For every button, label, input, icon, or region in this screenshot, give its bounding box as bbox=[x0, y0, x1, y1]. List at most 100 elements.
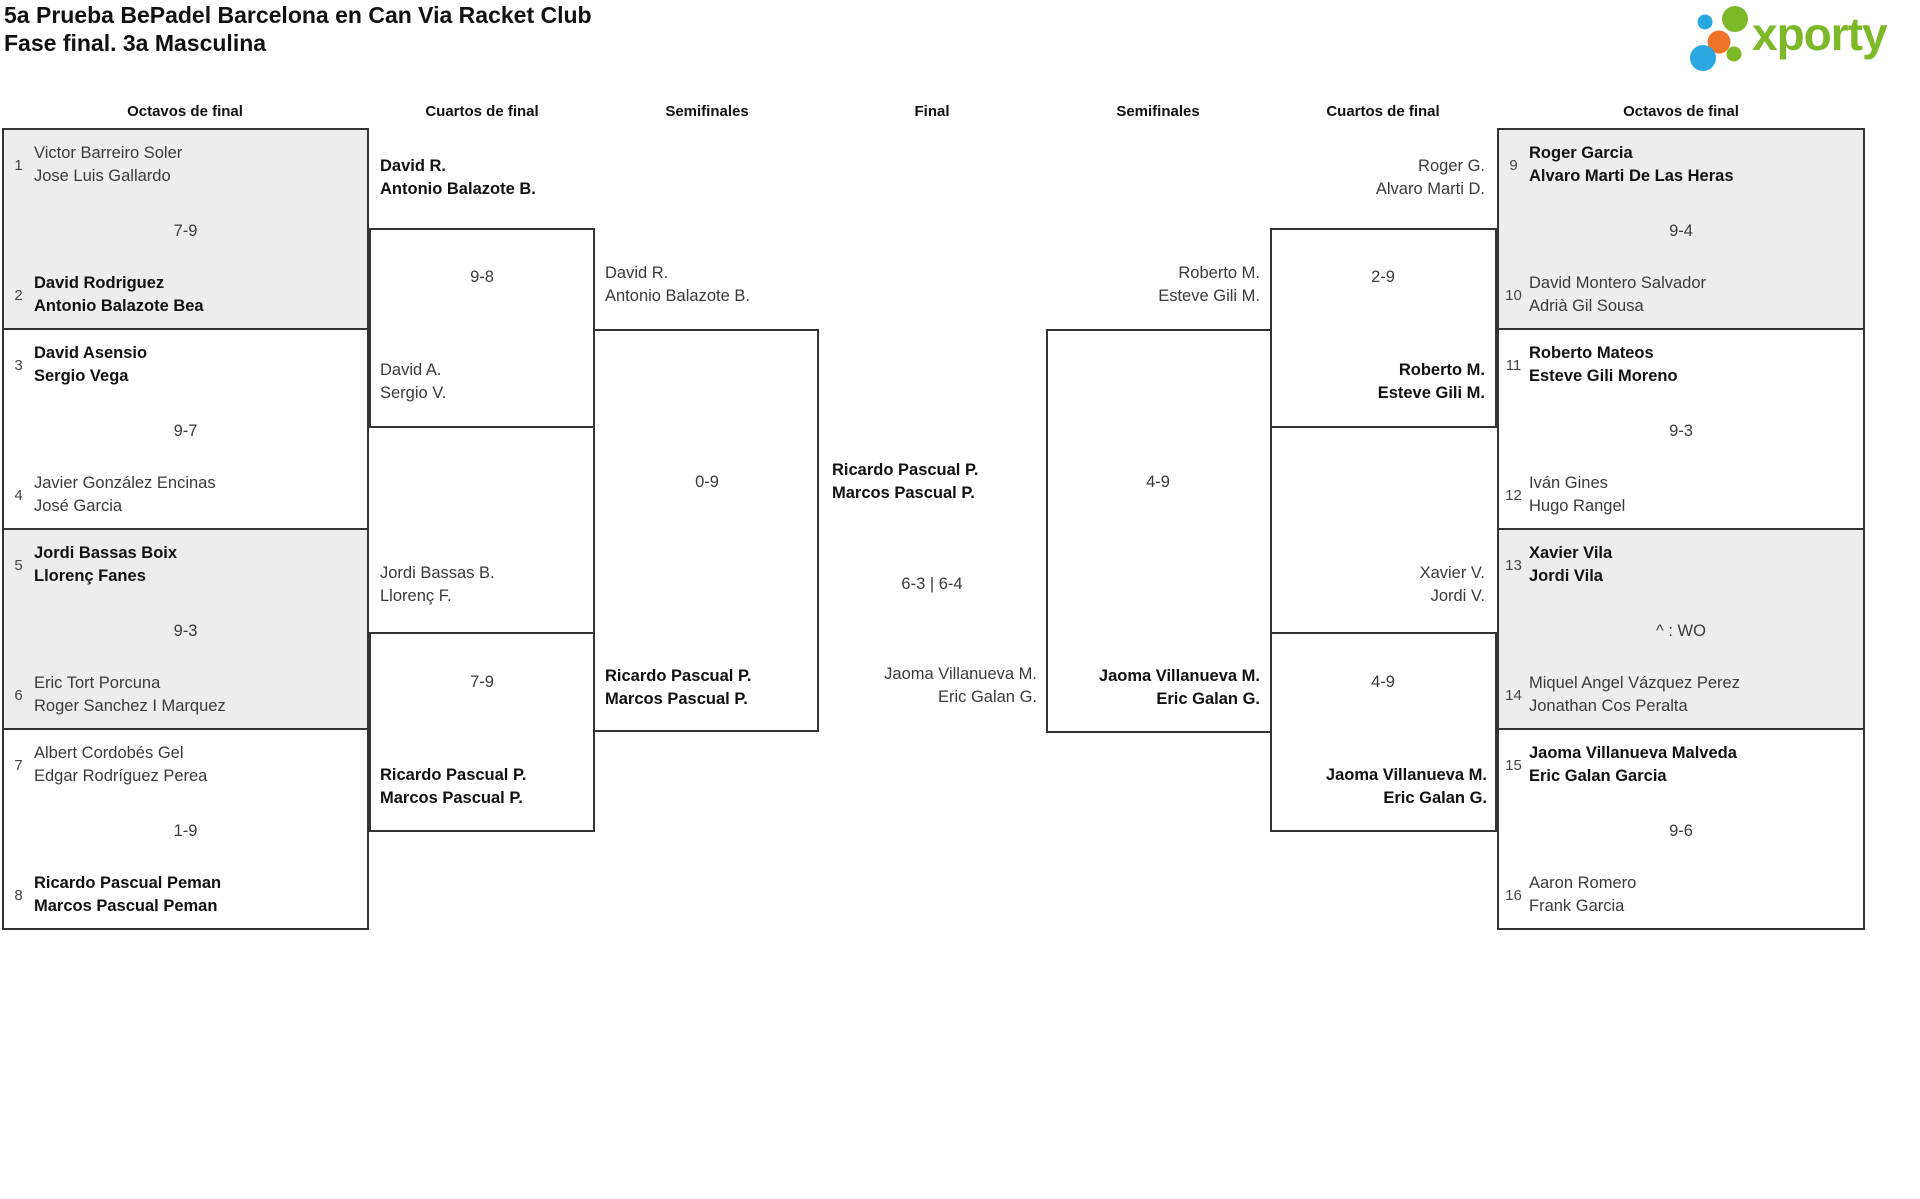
match-score: 9-6 bbox=[1669, 822, 1693, 840]
team-names: Roberto Mateos Esteve Gili Moreno bbox=[1529, 344, 1678, 385]
match-box-cuartos-left-1 bbox=[369, 228, 595, 428]
team-row: 11 Roberto Mateos Esteve Gili Moreno bbox=[1503, 342, 1858, 388]
xporty-logo-text: xporty bbox=[1752, 8, 1888, 60]
team-names: Jaoma Villanueva Malveda Eric Galan Garc… bbox=[1529, 744, 1737, 785]
seed-number: 3 bbox=[14, 356, 23, 374]
seed-number: 13 bbox=[1505, 556, 1522, 574]
seed-number: 9 bbox=[1509, 156, 1518, 174]
seed-number: 12 bbox=[1505, 486, 1522, 504]
team-names: Xavier Vila Jordi Vila bbox=[1529, 544, 1613, 585]
team-label: Roger G. Alvaro Marti D. bbox=[1375, 157, 1485, 198]
match-score: 7-9 bbox=[470, 673, 494, 691]
team-names: Javier González Encinas José Garcia bbox=[34, 474, 216, 515]
team-names: Miquel Angel Vázquez Perez Jonathan Cos … bbox=[1529, 674, 1740, 715]
team-names: David Montero Salvador Adrià Gil Sousa bbox=[1529, 274, 1707, 315]
round-header-semis-left: Semifinales bbox=[665, 103, 749, 120]
match-score: 1-9 bbox=[173, 822, 198, 840]
seed-number: 11 bbox=[1505, 356, 1522, 374]
round-header-cuartos-left: Cuartos de final bbox=[425, 103, 539, 120]
team-label-final-winner: Ricardo Pascual P. Marcos Pascual P. bbox=[832, 461, 979, 502]
match-score: 9-8 bbox=[470, 268, 494, 286]
round-header-octavos-right: Octavos de final bbox=[1623, 103, 1739, 120]
team-row: 15 Jaoma Villanueva Malveda Eric Galan G… bbox=[1503, 742, 1858, 788]
seed-number: 2 bbox=[14, 286, 23, 304]
match-box-cuartos-right-1 bbox=[1270, 228, 1497, 428]
round-header-final: Final bbox=[914, 103, 950, 120]
seed-number: 6 bbox=[14, 686, 23, 704]
round-header-cuartos-right: Cuartos de final bbox=[1326, 103, 1440, 120]
seed-number: 15 bbox=[1505, 756, 1522, 774]
match-score: 4-9 bbox=[1146, 473, 1170, 491]
team-names: Jordi Bassas Boix Llorenç Fanes bbox=[34, 544, 178, 585]
team-row: 9 Roger Garcia Alvaro Marti De Las Heras bbox=[1503, 142, 1858, 188]
match-score: 9-3 bbox=[173, 622, 198, 640]
team-names: Victor Barreiro Soler Jose Luis Gallardo bbox=[34, 144, 183, 185]
xporty-logo-dots-icon bbox=[1690, 6, 1748, 71]
team-names: Iván Gines Hugo Rangel bbox=[1529, 474, 1626, 515]
team-row: 1 Victor Barreiro Soler Jose Luis Gallar… bbox=[8, 142, 363, 188]
team-names: Albert Cordobés Gel Edgar Rodríguez Pere… bbox=[34, 744, 208, 785]
team-row: 13 Xavier Vila Jordi Vila bbox=[1503, 542, 1858, 588]
team-label: Jaoma Villanueva M. Eric Galan G. bbox=[1325, 766, 1487, 807]
team-row: 3 David Asensio Sergio Vega bbox=[8, 342, 363, 388]
team-label: Ricardo Pascual P. Marcos Pascual P. bbox=[605, 667, 752, 708]
team-row: 7 Albert Cordobés Gel Edgar Rodríguez Pe… bbox=[8, 742, 363, 788]
team-label: David A. Sergio V. bbox=[380, 361, 447, 402]
team-names: David Rodriguez Antonio Balazote Bea bbox=[34, 274, 204, 315]
team-row: 10 David Montero Salvador Adrià Gil Sous… bbox=[1503, 272, 1858, 318]
seed-number: 14 bbox=[1505, 686, 1522, 704]
team-names: Roger Garcia Alvaro Marti De Las Heras bbox=[1529, 144, 1734, 185]
team-label: Roberto M. Esteve Gili M. bbox=[1158, 264, 1260, 305]
match-score: 9-4 bbox=[1669, 222, 1693, 240]
seed-number: 8 bbox=[14, 886, 23, 904]
match-box-semifinal-right bbox=[1046, 329, 1272, 733]
team-names: David Asensio Sergio Vega bbox=[34, 344, 148, 385]
phase-name: Fase final. 3a Masculina bbox=[4, 30, 267, 56]
match-box-cuartos-left-2 bbox=[369, 632, 595, 832]
match-score: 9-7 bbox=[173, 422, 198, 440]
match-box-octavos-9-10: 9 Roger Garcia Alvaro Marti De Las Heras… bbox=[1497, 128, 1865, 330]
team-row: 16 Aaron Romero Frank Garcia bbox=[1503, 872, 1858, 918]
team-label: Roberto M. Esteve Gili M. bbox=[1377, 361, 1485, 402]
seed-number: 10 bbox=[1505, 286, 1522, 304]
team-row: 14 Miquel Angel Vázquez Perez Jonathan C… bbox=[1503, 672, 1858, 718]
seed-number: 1 bbox=[14, 156, 23, 174]
seed-number: 16 bbox=[1505, 886, 1522, 904]
team-label: David R. Antonio Balazote B. bbox=[605, 264, 750, 305]
team-row: 4 Javier González Encinas José Garcia bbox=[8, 472, 363, 518]
team-row: 2 David Rodriguez Antonio Balazote Bea bbox=[8, 272, 363, 318]
match-box-octavos-7-8: 7 Albert Cordobés Gel Edgar Rodríguez Pe… bbox=[2, 728, 369, 930]
match-box-octavos-13-14: 13 Xavier Vila Jordi Vila ^ : WO 14 Miqu… bbox=[1497, 528, 1865, 730]
team-label: Xavier V. Jordi V. bbox=[1419, 564, 1485, 605]
team-names: Eric Tort Porcuna Roger Sanchez I Marque… bbox=[34, 674, 226, 715]
match-score: 9-3 bbox=[1669, 422, 1693, 440]
team-row: 8 Ricardo Pascual Peman Marcos Pascual P… bbox=[8, 872, 363, 918]
team-label: David R. Antonio Balazote B. bbox=[380, 157, 536, 198]
team-row: 12 Iván Gines Hugo Rangel bbox=[1503, 472, 1858, 518]
match-box-cuartos-right-2 bbox=[1270, 632, 1497, 832]
match-box-octavos-5-6: 5 Jordi Bassas Boix Llorenç Fanes 9-3 6 … bbox=[2, 528, 369, 730]
match-score: 0-9 bbox=[695, 473, 719, 491]
match-score: 4-9 bbox=[1371, 673, 1395, 691]
match-box-octavos-15-16: 15 Jaoma Villanueva Malveda Eric Galan G… bbox=[1497, 728, 1865, 930]
match-score: 7-9 bbox=[173, 222, 198, 240]
final-score: 6-3 | 6-4 bbox=[901, 575, 963, 593]
match-box-octavos-1-2: 1 Victor Barreiro Soler Jose Luis Gallar… bbox=[2, 128, 369, 330]
team-label: Ricardo Pascual P. Marcos Pascual P. bbox=[380, 766, 527, 807]
team-names: Aaron Romero Frank Garcia bbox=[1529, 874, 1637, 915]
seed-number: 7 bbox=[14, 756, 23, 774]
team-names: Ricardo Pascual Peman Marcos Pascual Pem… bbox=[34, 874, 222, 915]
match-box-octavos-11-12: 11 Roberto Mateos Esteve Gili Moreno 9-3… bbox=[1497, 328, 1865, 530]
tournament-name: 5a Prueba BePadel Barcelona en Can Via R… bbox=[4, 2, 592, 28]
team-label: Jaoma Villanueva M. Eric Galan G. bbox=[884, 665, 1037, 706]
round-header-semis-right: Semifinales bbox=[1116, 103, 1200, 120]
round-header-octavos-left: Octavos de final bbox=[127, 103, 243, 120]
seed-number: 5 bbox=[14, 556, 23, 574]
team-row: 5 Jordi Bassas Boix Llorenç Fanes bbox=[8, 542, 363, 588]
team-label: Jordi Bassas B. Llorenç F. bbox=[380, 564, 495, 605]
team-row: 6 Eric Tort Porcuna Roger Sanchez I Marq… bbox=[8, 672, 363, 718]
match-box-octavos-3-4: 3 David Asensio Sergio Vega 9-7 4 Javier… bbox=[2, 328, 369, 530]
team-label: Jaoma Villanueva M. Eric Galan G. bbox=[1098, 667, 1260, 708]
match-box-semifinal-left bbox=[593, 329, 819, 732]
